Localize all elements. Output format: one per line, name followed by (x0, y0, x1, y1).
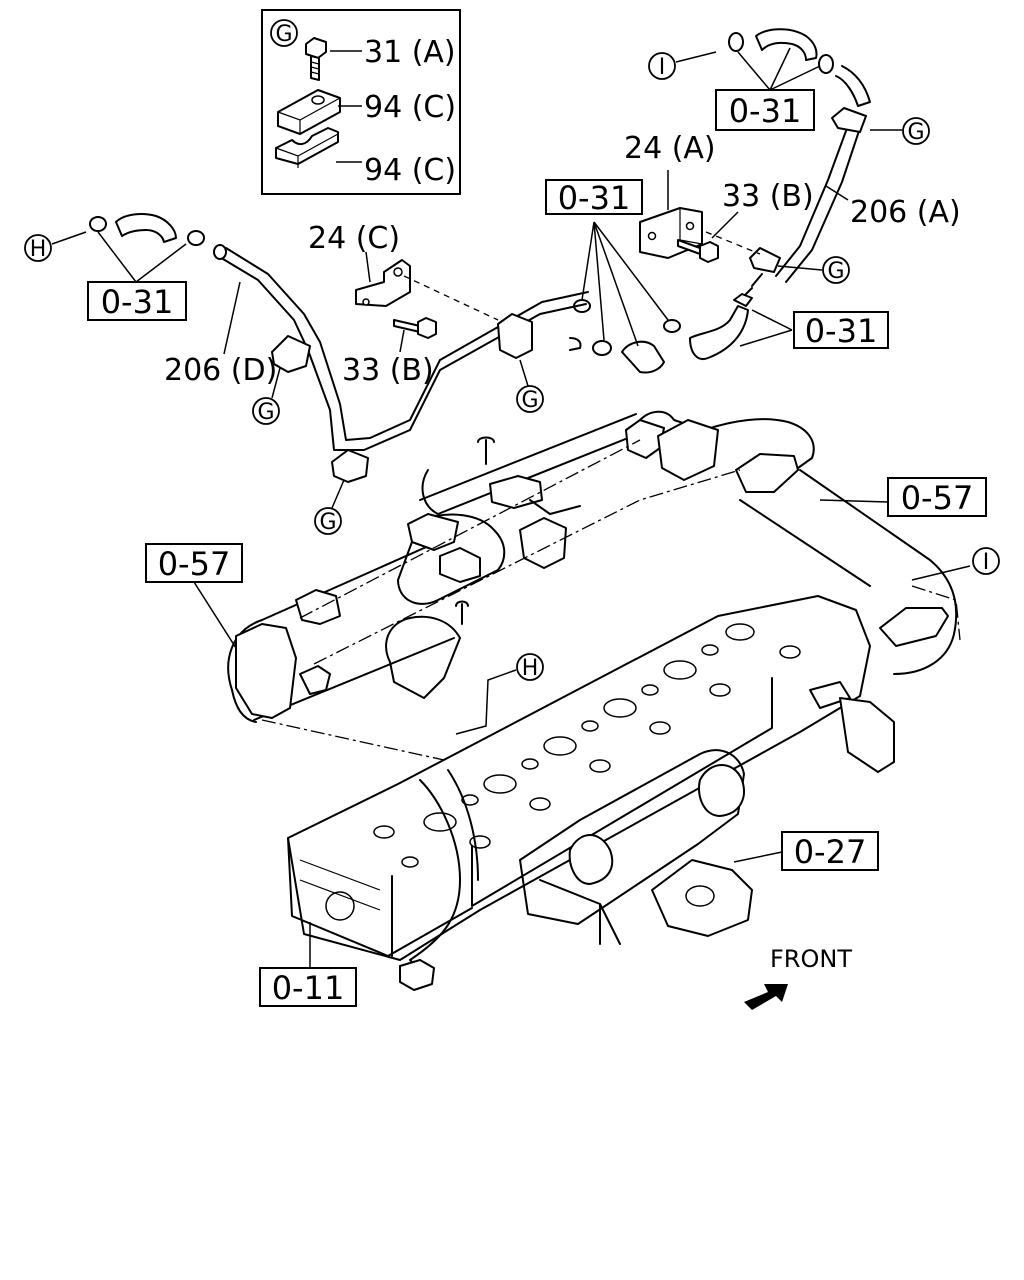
cylinder-head (287, 595, 871, 961)
clamp-upper-icon (277, 89, 341, 135)
callout-g-left-2: G (319, 510, 336, 535)
label-bolt-b-right: 33 (B) (722, 179, 814, 214)
callout-g-center: G (521, 388, 538, 413)
ref-box-left: 0-31 (101, 283, 174, 321)
bolt-33b-right (677, 239, 719, 263)
callout-g-right-top: G (907, 120, 924, 145)
ref-box-head: 0-11 (272, 969, 345, 1007)
head-ports (373, 623, 801, 868)
front-label: FRONT (770, 945, 852, 973)
hose-group-middle (573, 293, 753, 374)
inset-label-clamp-upper: 94 (C) (364, 90, 456, 125)
clamp-lower-icon (275, 127, 339, 168)
label-pipe-d: 206 (D) (164, 353, 277, 388)
label-bracket-c: 24 (C) (308, 221, 400, 256)
callout-i-right: I (983, 550, 990, 575)
pipe-206d (213, 244, 589, 483)
callout-g-right-mid: G (827, 259, 844, 284)
ref-box-top-right: 0-31 (729, 92, 802, 130)
label-pipe-a: 206 (A) (850, 195, 961, 230)
ref-box-manifold: 0-27 (794, 833, 867, 871)
callout-h-left: H (30, 237, 47, 262)
inset-detail-g: G 31 (A) 94 (C) 94 (C) (261, 9, 461, 195)
label-bracket-a: 24 (A) (624, 131, 716, 166)
ref-box-right-middle: 0-31 (805, 312, 878, 350)
callout-i-top: I (659, 55, 666, 80)
hose-group-top-right (728, 28, 871, 297)
bolt-33b-left (393, 317, 437, 339)
inset-key-letter: G (275, 22, 292, 47)
bolt-icon (305, 37, 327, 81)
bracket-24c (355, 259, 411, 307)
callout-g-left-1: G (257, 400, 274, 425)
ref-box-left-cooler: 0-57 (158, 545, 231, 583)
inset-label-clamp-lower: 94 (C) (364, 153, 456, 188)
ref-box-right-cooler: 0-57 (901, 479, 974, 517)
front-arrow-icon (744, 984, 788, 1010)
intake-manifold (399, 681, 895, 991)
label-bolt-b-left: 33 (B) (342, 353, 434, 388)
ref-box-upper-middle: 0-31 (558, 179, 631, 217)
hose-group-left (89, 213, 205, 246)
callout-h-center: H (522, 656, 539, 681)
egr-cooler-assembly (227, 410, 961, 761)
inset-label-bolt: 31 (A) (364, 35, 456, 70)
